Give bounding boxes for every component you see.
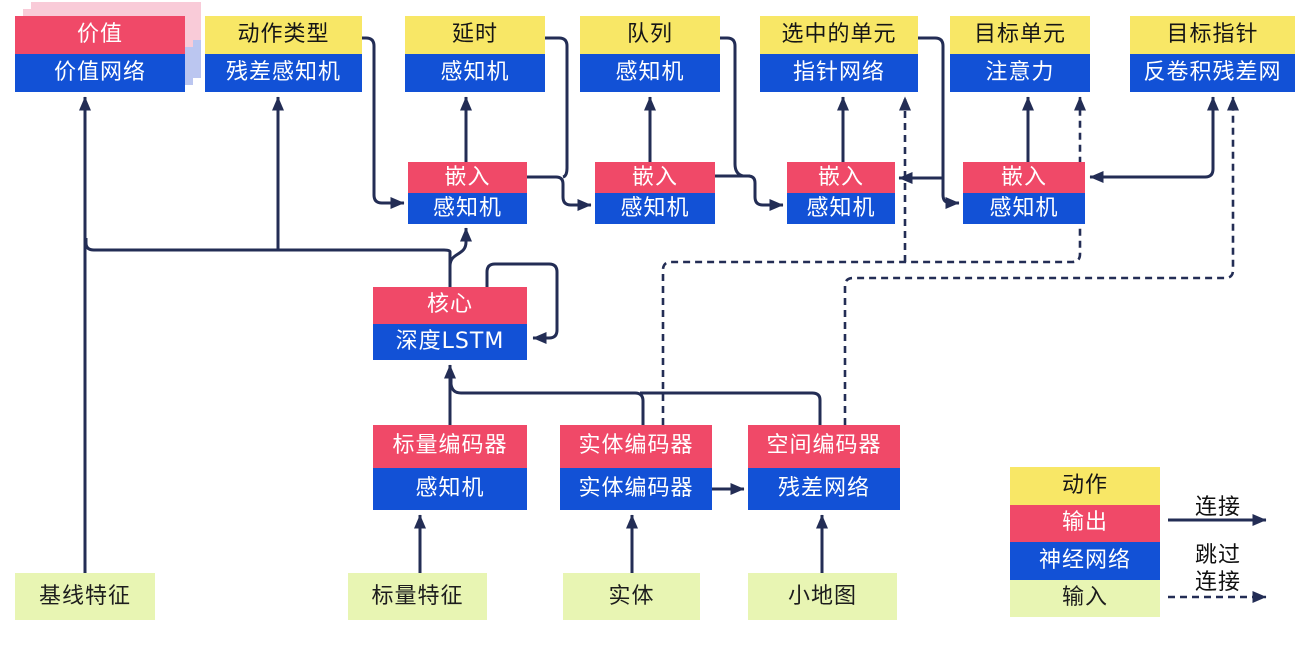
connector-spatialencoder-join bbox=[640, 391, 822, 425]
skip-entity-to-targetunit bbox=[661, 96, 1086, 425]
node-core: 核心 深度LSTM bbox=[373, 287, 527, 360]
node-action-type-action-label: 动作类型 bbox=[205, 16, 362, 54]
node-action-type: 动作类型 残差感知机 bbox=[205, 16, 362, 92]
node-embed-3-output-label: 嵌入 bbox=[787, 162, 895, 193]
skip-spatial-to-targetpoint bbox=[843, 96, 1239, 425]
legend-swatches: 动作 输出 神经网络 输入 bbox=[1010, 467, 1160, 617]
legend-output-label: 输出 bbox=[1010, 504, 1160, 542]
node-entity-encoder: 实体编码器 实体编码器 bbox=[560, 425, 712, 510]
connector-trunk-to-embed1 bbox=[448, 227, 472, 267]
node-spatial-encoder-network-label: 残差网络 bbox=[748, 467, 900, 510]
node-entity-encoder-output-label: 实体编码器 bbox=[560, 425, 712, 468]
node-queue: 队列 感知机 bbox=[580, 16, 720, 92]
connector-queue-exit bbox=[720, 36, 750, 178]
node-queue-network-label: 感知机 bbox=[580, 54, 720, 92]
node-spatial-encoder-output-label: 空间编码器 bbox=[748, 425, 900, 468]
node-entity-encoder-network-label: 实体编码器 bbox=[560, 467, 712, 510]
node-core-output-label: 核心 bbox=[373, 287, 527, 324]
input-scalar-features-label: 标量特征 bbox=[348, 573, 487, 620]
node-scalar-encoder: 标量编码器 感知机 bbox=[373, 425, 527, 510]
node-target-unit-network-label: 注意力 bbox=[950, 54, 1090, 92]
node-embed-2-output-label: 嵌入 bbox=[595, 162, 715, 193]
node-action-type-network-label: 残差感知机 bbox=[205, 54, 362, 92]
node-embed-3: 嵌入 感知机 bbox=[787, 162, 895, 224]
node-scalar-encoder-output-label: 标量编码器 bbox=[373, 425, 527, 468]
node-spatial-encoder: 空间编码器 残差网络 bbox=[748, 425, 900, 510]
node-embed-4-network-label: 感知机 bbox=[963, 193, 1085, 224]
input-baseline-features: 基线特征 bbox=[15, 573, 155, 620]
node-delay-action-label: 延时 bbox=[405, 16, 545, 54]
legend-network-label: 神经网络 bbox=[1010, 542, 1160, 580]
node-selected-units: 选中的单元 指针网络 bbox=[760, 16, 918, 92]
legend-skip-label-line1: 跳过 bbox=[1194, 543, 1241, 568]
node-value-output-label: 价值 bbox=[15, 16, 185, 54]
node-embed-2-network-label: 感知机 bbox=[595, 193, 715, 224]
connector-actiontype-to-embed1 bbox=[362, 36, 405, 209]
connector-entityencoder-join bbox=[449, 378, 645, 425]
node-selected-units-network-label: 指针网络 bbox=[760, 54, 918, 92]
node-target-unit: 目标单元 注意力 bbox=[950, 16, 1090, 92]
legend-connection-label: 连接 bbox=[1194, 495, 1241, 520]
node-target-point: 目标指针 反卷积残差网 bbox=[1130, 16, 1295, 92]
node-embed-3-network-label: 感知机 bbox=[787, 193, 895, 224]
connector-core-self-loop bbox=[485, 262, 559, 344]
input-scalar-features: 标量特征 bbox=[348, 573, 487, 620]
input-minimap: 小地图 bbox=[748, 573, 897, 620]
node-embed-4-output-label: 嵌入 bbox=[963, 162, 1085, 193]
node-queue-action-label: 队列 bbox=[580, 16, 720, 54]
legend-skip-label-line2: 连接 bbox=[1194, 570, 1241, 595]
node-embed-1-output-label: 嵌入 bbox=[408, 162, 527, 193]
input-baseline-features-label: 基线特征 bbox=[15, 573, 155, 620]
node-selected-units-action-label: 选中的单元 bbox=[760, 16, 918, 54]
node-embed-2: 嵌入 感知机 bbox=[595, 162, 715, 224]
node-target-point-action-label: 目标指针 bbox=[1130, 16, 1295, 54]
legend-input-label: 输入 bbox=[1010, 579, 1160, 617]
node-embed-1: 嵌入 感知机 bbox=[408, 162, 527, 224]
connector-delay-exit bbox=[545, 36, 569, 179]
connector-embed2-to-embed3 bbox=[715, 174, 784, 211]
node-delay: 延时 感知机 bbox=[405, 16, 545, 92]
connector-selectedunits-to-embed4 bbox=[918, 36, 960, 209]
input-entities: 实体 bbox=[563, 573, 700, 620]
node-target-unit-action-label: 目标单元 bbox=[950, 16, 1090, 54]
connector-embed1-to-embed2 bbox=[527, 175, 592, 211]
node-value-network-label: 价值网络 bbox=[15, 54, 185, 92]
input-minimap-label: 小地图 bbox=[748, 573, 897, 620]
node-scalar-encoder-network-label: 感知机 bbox=[373, 467, 527, 510]
legend-action-label: 动作 bbox=[1010, 467, 1160, 505]
node-core-network-label: 深度LSTM bbox=[373, 323, 527, 360]
node-embed-1-network-label: 感知机 bbox=[408, 193, 527, 224]
node-delay-network-label: 感知机 bbox=[405, 54, 545, 92]
input-entities-label: 实体 bbox=[563, 573, 700, 620]
connector-core-trunk bbox=[84, 238, 452, 288]
node-target-point-network-label: 反卷积残差网 bbox=[1130, 54, 1295, 92]
node-value: 价值 价值网络 bbox=[15, 16, 185, 92]
node-embed-4: 嵌入 感知机 bbox=[963, 162, 1085, 224]
connector-embed4-targetpoint bbox=[1089, 96, 1219, 183]
